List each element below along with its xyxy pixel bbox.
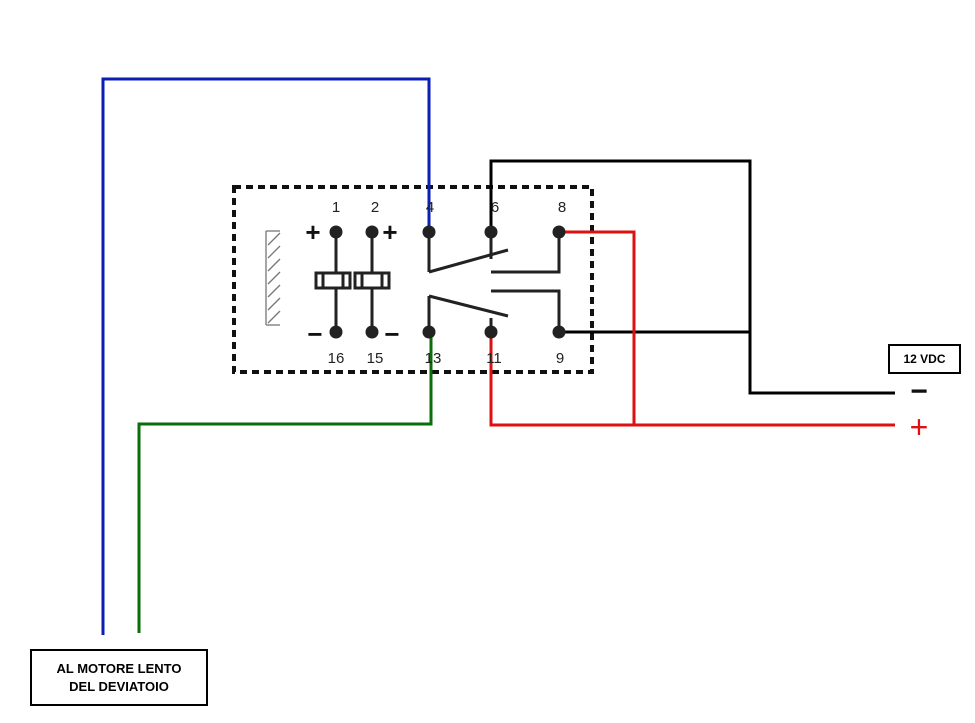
pin-label-15: 15: [367, 350, 384, 367]
pin-label-4: 4: [426, 199, 434, 216]
pin-label-6: 6: [491, 199, 499, 216]
terminal-2: [365, 225, 379, 239]
pin-label-13: 13: [425, 350, 442, 367]
coil1-plus-sign: +: [305, 217, 320, 247]
coil1-minus-sign: −: [307, 319, 322, 349]
terminal-15: [365, 325, 379, 339]
pin-label-9: 9: [556, 350, 564, 367]
motor-label-box: AL MOTORE LENTO DEL DEVIATOIO: [30, 649, 208, 706]
switch-contacts: [427, 232, 561, 332]
terminal-dots: [329, 225, 566, 339]
coil-2-15: [353, 232, 391, 332]
pin-label-16: 16: [328, 350, 345, 367]
coil-1-16: [314, 232, 352, 332]
motor-label-line1: AL MOTORE LENTO: [56, 660, 182, 676]
terminal-8: [552, 225, 566, 239]
terminal-16: [329, 325, 343, 339]
red-wire-pin11: [489, 332, 895, 427]
black-wire-minus: [489, 159, 895, 395]
power-label: 12 VDC: [903, 352, 946, 366]
power-minus-sign: −: [910, 375, 928, 408]
terminal-11: [484, 325, 498, 339]
coil2-plus-sign: +: [382, 217, 397, 247]
green-wire: [137, 332, 433, 633]
pin-label-8: 8: [558, 199, 566, 216]
power-label-box: 12 VDC: [888, 344, 961, 374]
terminal-13: [422, 325, 436, 339]
coil2-minus-sign: −: [384, 319, 399, 349]
blue-wire: [101, 77, 431, 635]
terminal-9: [552, 325, 566, 339]
coil-hatch-icon: [265, 230, 281, 326]
red-wire-pin8: [559, 230, 636, 425]
pin-label-11: 11: [486, 350, 502, 367]
terminal-1: [329, 225, 343, 239]
relay-outline: [232, 185, 594, 374]
terminal-4: [422, 225, 436, 239]
terminal-6: [484, 225, 498, 239]
pin-label-1: 1: [332, 199, 340, 216]
power-plus-sign: +: [910, 409, 929, 445]
motor-label-line2: DEL DEVIATOIO: [69, 678, 169, 694]
pin-label-2: 2: [371, 199, 379, 216]
